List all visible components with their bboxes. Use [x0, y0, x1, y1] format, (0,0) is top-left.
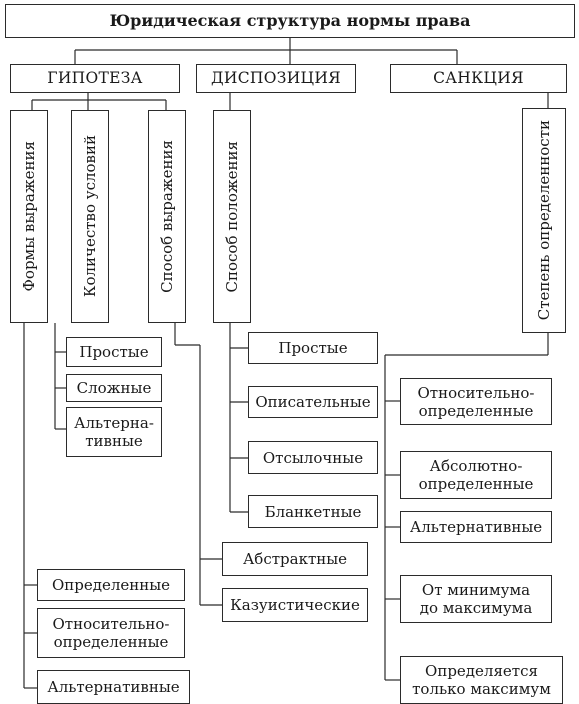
- forms-of-expression-label: Формы выражения: [20, 141, 38, 292]
- sanction-item-min-to-max: От минимума до максимума: [400, 575, 552, 623]
- forms-item-relatively-definite: Относительно- определенные: [37, 608, 185, 658]
- disposition-item-simple: Простые: [248, 332, 378, 364]
- conditions-item-alternative: Альтерна- тивные: [66, 407, 162, 457]
- method-item-casuistic: Казуистические: [222, 588, 368, 622]
- degree-of-certainty-bar: Степень определенности: [522, 108, 566, 333]
- degree-of-certainty-label: Степень определенности: [535, 120, 553, 321]
- disposition-item-blanket: Бланкетные: [248, 495, 378, 528]
- method-of-statement-label: Способ положения: [223, 140, 241, 293]
- disposition-item-descriptive: Описательные: [248, 386, 378, 418]
- diagram-title: Юридическая структура нормы права: [5, 4, 575, 38]
- method-of-statement-bar: Способ положения: [213, 110, 251, 323]
- disposition-item-referential: Отсылочные: [248, 441, 378, 474]
- forms-of-expression-bar: Формы выражения: [10, 110, 48, 323]
- forms-item-alternative: Альтернативные: [37, 670, 190, 704]
- method-of-expression-bar: Способ выражения: [148, 110, 186, 323]
- sanction-item-absolutely-definite: Абсолютно- определенные: [400, 451, 552, 499]
- number-of-conditions-label: Количество условий: [81, 135, 99, 298]
- method-of-expression-label: Способ выражения: [158, 140, 176, 293]
- method-item-abstract: Абстрактные: [222, 542, 368, 576]
- sanction-item-max-only: Определяется только максимум: [400, 656, 563, 704]
- conditions-item-complex: Сложные: [66, 374, 162, 402]
- hypothesis-header: ГИПОТЕЗА: [10, 64, 180, 93]
- sanction-item-alternative: Альтернативные: [400, 511, 552, 543]
- sanction-item-relatively-definite: Относительно- определенные: [400, 378, 552, 425]
- number-of-conditions-bar: Количество условий: [71, 110, 109, 323]
- conditions-item-simple: Простые: [66, 337, 162, 367]
- sanction-header: САНКЦИЯ: [390, 64, 567, 93]
- forms-item-definite: Определенные: [37, 569, 185, 601]
- disposition-header: ДИСПОЗИЦИЯ: [196, 64, 356, 93]
